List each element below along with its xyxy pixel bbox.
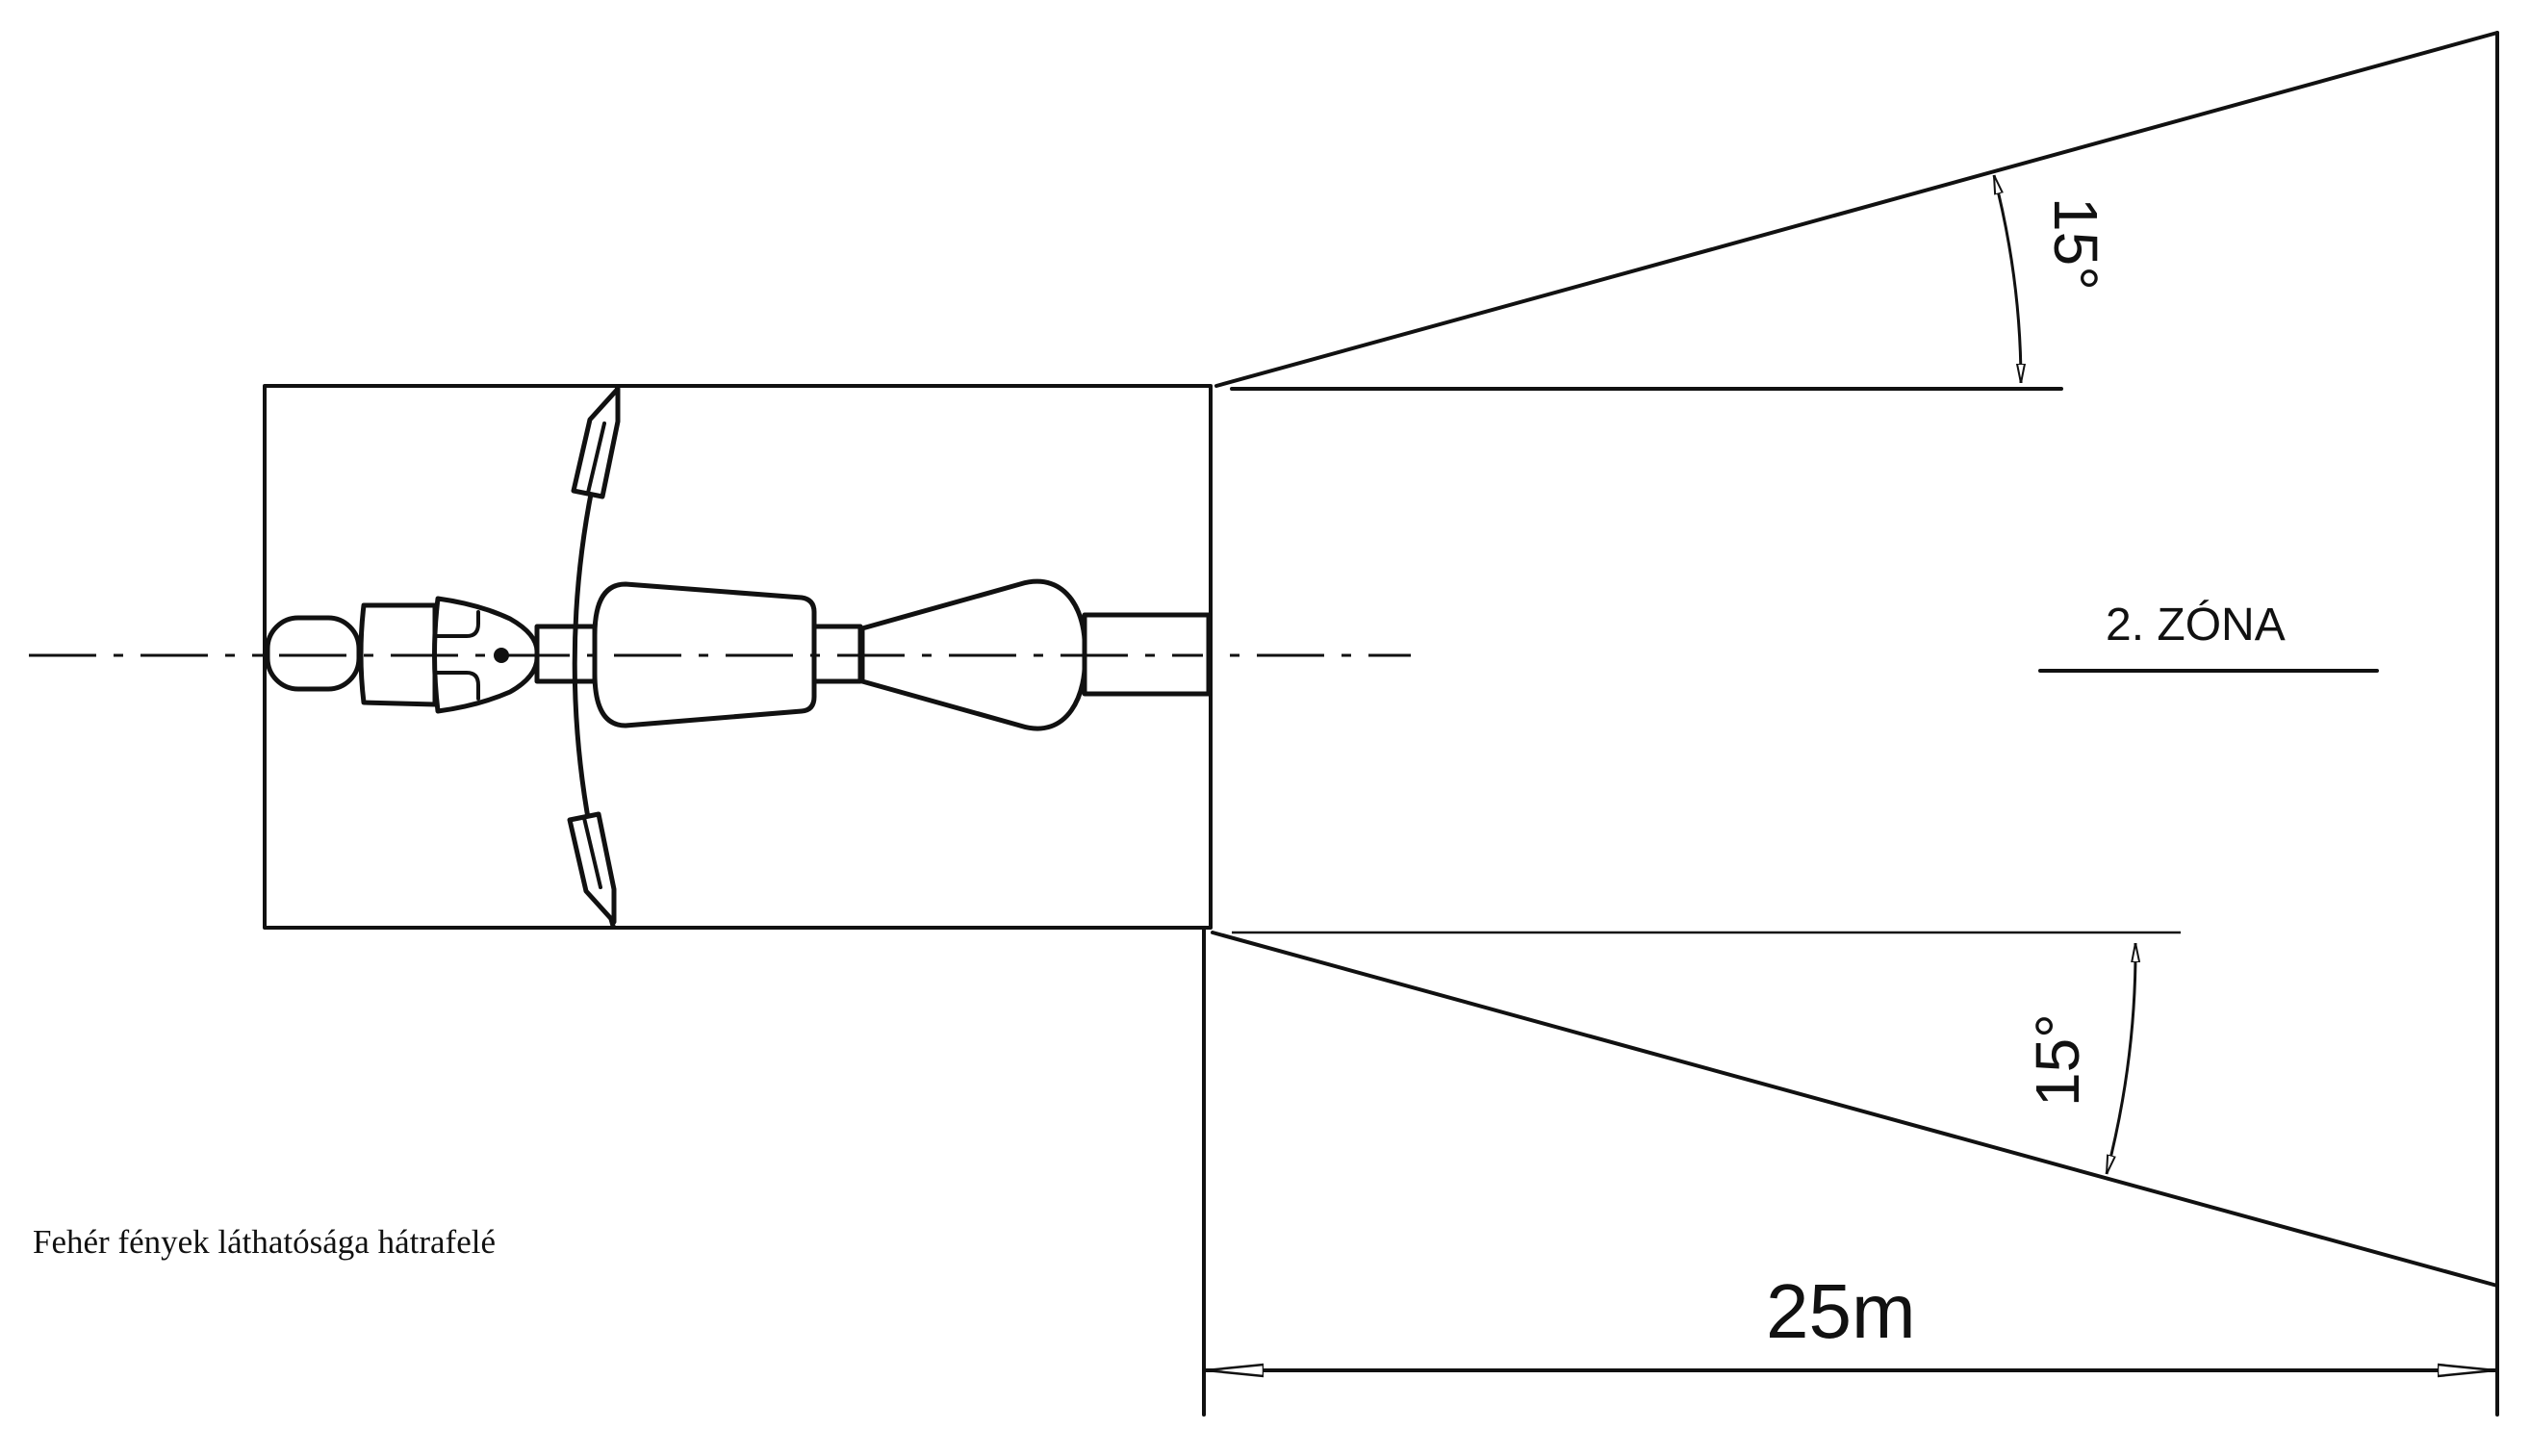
rear-light-cap (265, 615, 362, 692)
distance-label: 25m (1766, 1268, 1916, 1354)
motorcycle-top-view (265, 384, 1212, 929)
mirror-bottom (567, 811, 617, 925)
mirror-top (571, 386, 621, 499)
head-unit-detail-top (434, 610, 480, 638)
zone-lower-edge (1211, 931, 2499, 1288)
mirror-top-line (586, 421, 606, 495)
head-unit-detail-bottom (434, 671, 480, 701)
angle-top-arc (1992, 175, 2021, 383)
head-unit (432, 596, 540, 714)
angle-bottom-arc (2105, 943, 2135, 1174)
angle-bottom-label: 15° (2023, 1013, 2092, 1107)
caption: Fehér fények láthatósága hátrafelé (33, 1223, 496, 1261)
zone-upper-edge (1214, 31, 2499, 388)
zone-label: 2. ZÓNA (2106, 599, 2286, 651)
angle-top-label: 15° (2041, 197, 2110, 291)
center-point-dot (494, 648, 509, 663)
mirror-bottom-line (582, 816, 602, 889)
